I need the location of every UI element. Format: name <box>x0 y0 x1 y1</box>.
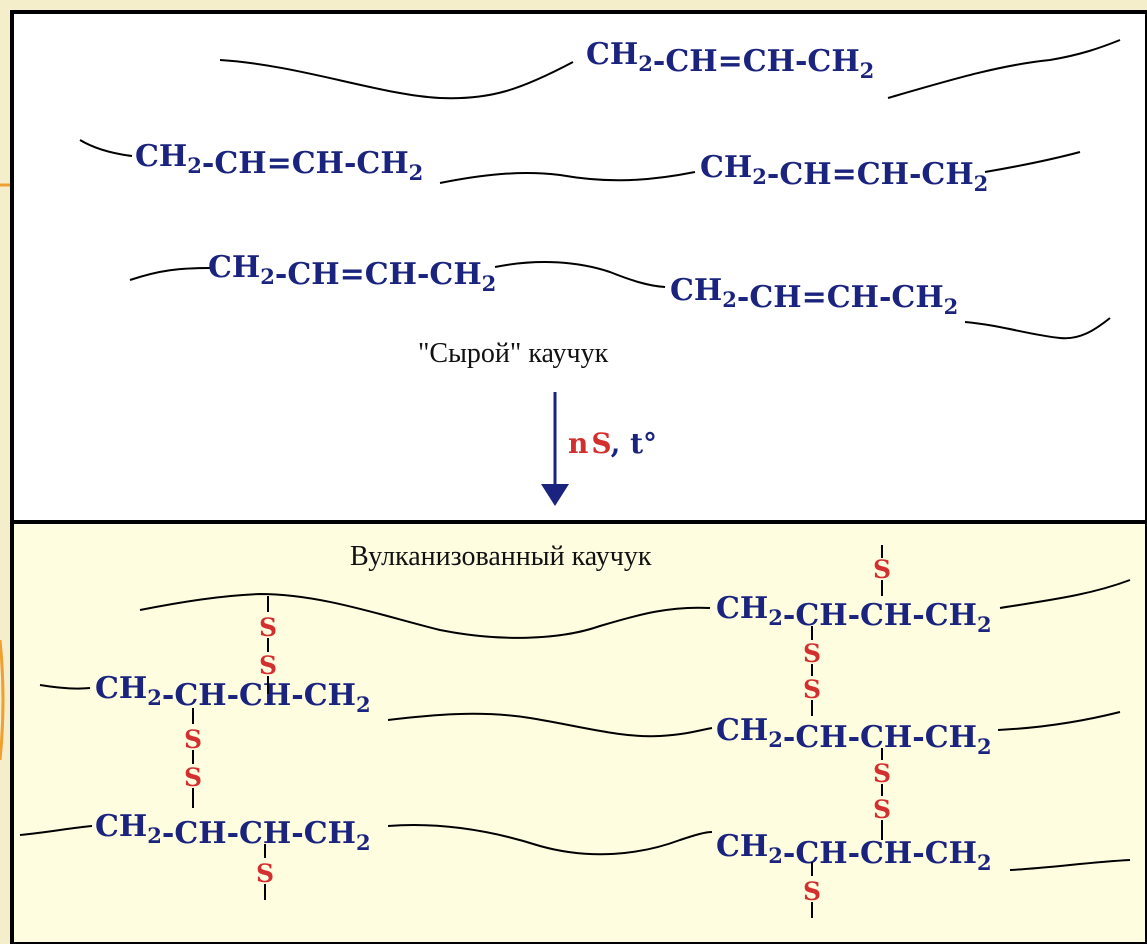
polymer-chain <box>219 59 574 100</box>
monomer-unit: CH2-CH-CH-CH2 <box>716 591 992 637</box>
polymer-chain <box>129 267 211 281</box>
sulfur-atom: S <box>184 763 202 792</box>
polymer-chain <box>79 139 133 157</box>
polymer-chain <box>997 711 1121 731</box>
monomer-unit: CH2-CH=CH-CH2 <box>586 37 874 83</box>
sulfur-atom: S <box>259 651 277 680</box>
polymer-chain <box>999 579 1131 609</box>
polymer-chain <box>439 171 696 184</box>
monomer-unit: CH2-CH=CH-CH2 <box>670 273 958 319</box>
top-panel <box>10 10 1147 524</box>
monomer-unit: CH2-CH-CH-CH2 <box>716 713 992 759</box>
raw-rubber-caption: "Сырой" каучук <box>418 338 609 369</box>
sulfur-atom: S <box>256 859 274 888</box>
monomer-unit: CH2-CH=CH-CH2 <box>700 150 988 196</box>
polymer-chain <box>387 823 713 856</box>
sulfur-atom: S <box>259 613 277 642</box>
polymer-chain <box>19 825 93 836</box>
accent-curve <box>0 639 5 761</box>
monomer-unit: CH2-CH-CH-CH2 <box>95 809 371 855</box>
reagent-sulfur: S <box>591 427 610 460</box>
reagent-n: n <box>568 427 588 460</box>
bottom-panel <box>10 520 1147 944</box>
polymer-chain <box>1009 859 1131 871</box>
polymer-chain <box>984 151 1081 173</box>
sulfur-atom: S <box>873 759 891 788</box>
polymer-chain <box>887 39 1121 99</box>
polymer-chain <box>39 684 91 690</box>
vulcanized-rubber-caption: Вулканизованный каучук <box>350 541 652 572</box>
monomer-unit: CH2-CH-CH-CH2 <box>716 829 992 875</box>
sulfur-atom: S <box>803 675 821 704</box>
sulfur-atom: S <box>803 639 821 668</box>
sulfur-atom: S <box>184 725 202 754</box>
arrow-head <box>541 484 569 506</box>
polymer-chain <box>964 317 1111 340</box>
polymer-chain <box>139 592 711 639</box>
monomer-unit: CH2-CH=CH-CH2 <box>208 250 496 296</box>
reaction-temperature: , t° <box>611 427 657 460</box>
sulfur-atom: S <box>873 795 891 824</box>
monomer-unit: CH2-CH-CH-CH2 <box>95 671 371 717</box>
polymer-chain <box>494 261 666 288</box>
sulfur-atom: S <box>803 877 821 906</box>
polymer-chain <box>387 712 713 738</box>
monomer-unit: CH2-CH=CH-CH2 <box>135 139 423 185</box>
sulfur-atom: S <box>873 555 891 584</box>
